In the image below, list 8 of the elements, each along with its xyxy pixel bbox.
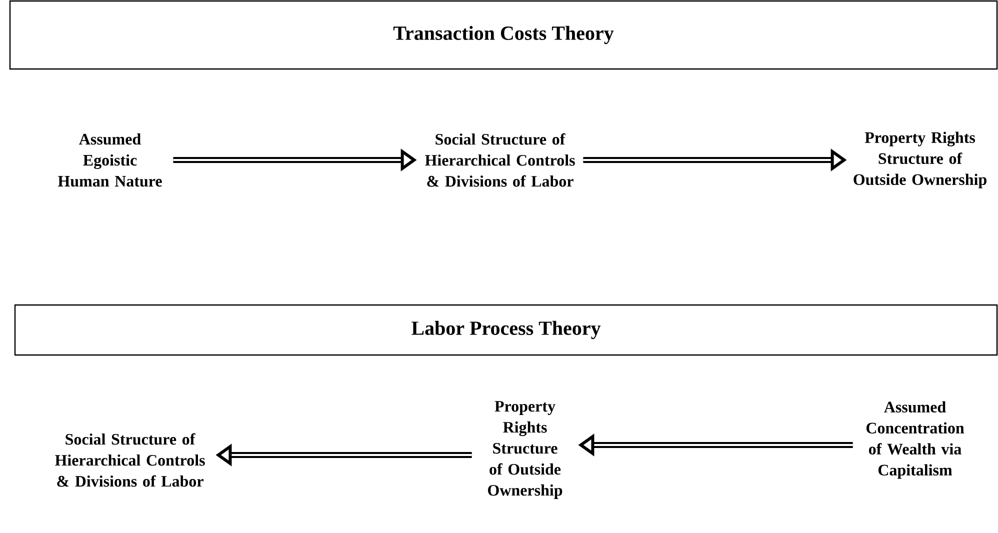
concept-label: Social Structure of Hierarchical Controls & Divisions of Labor: [425, 133, 575, 187]
concept-label: Social Structure of Hierarchical Controls & Divisions of Labor: [55, 433, 205, 487]
concept-label: Property Rights Structure of Outside Ownership: [488, 401, 562, 499]
concept-label: Assumed Concentration of Wealth via Capitalism: [866, 401, 964, 479]
concept-label: Property Rights Structure of Outside Ownership: [854, 132, 986, 188]
concept-label: Assumed Egoistic Human Nature: [58, 133, 162, 187]
theory-banner: Labor Process Theory: [14, 304, 998, 356]
theory-banner: Transaction Costs Theory: [9, 0, 998, 70]
